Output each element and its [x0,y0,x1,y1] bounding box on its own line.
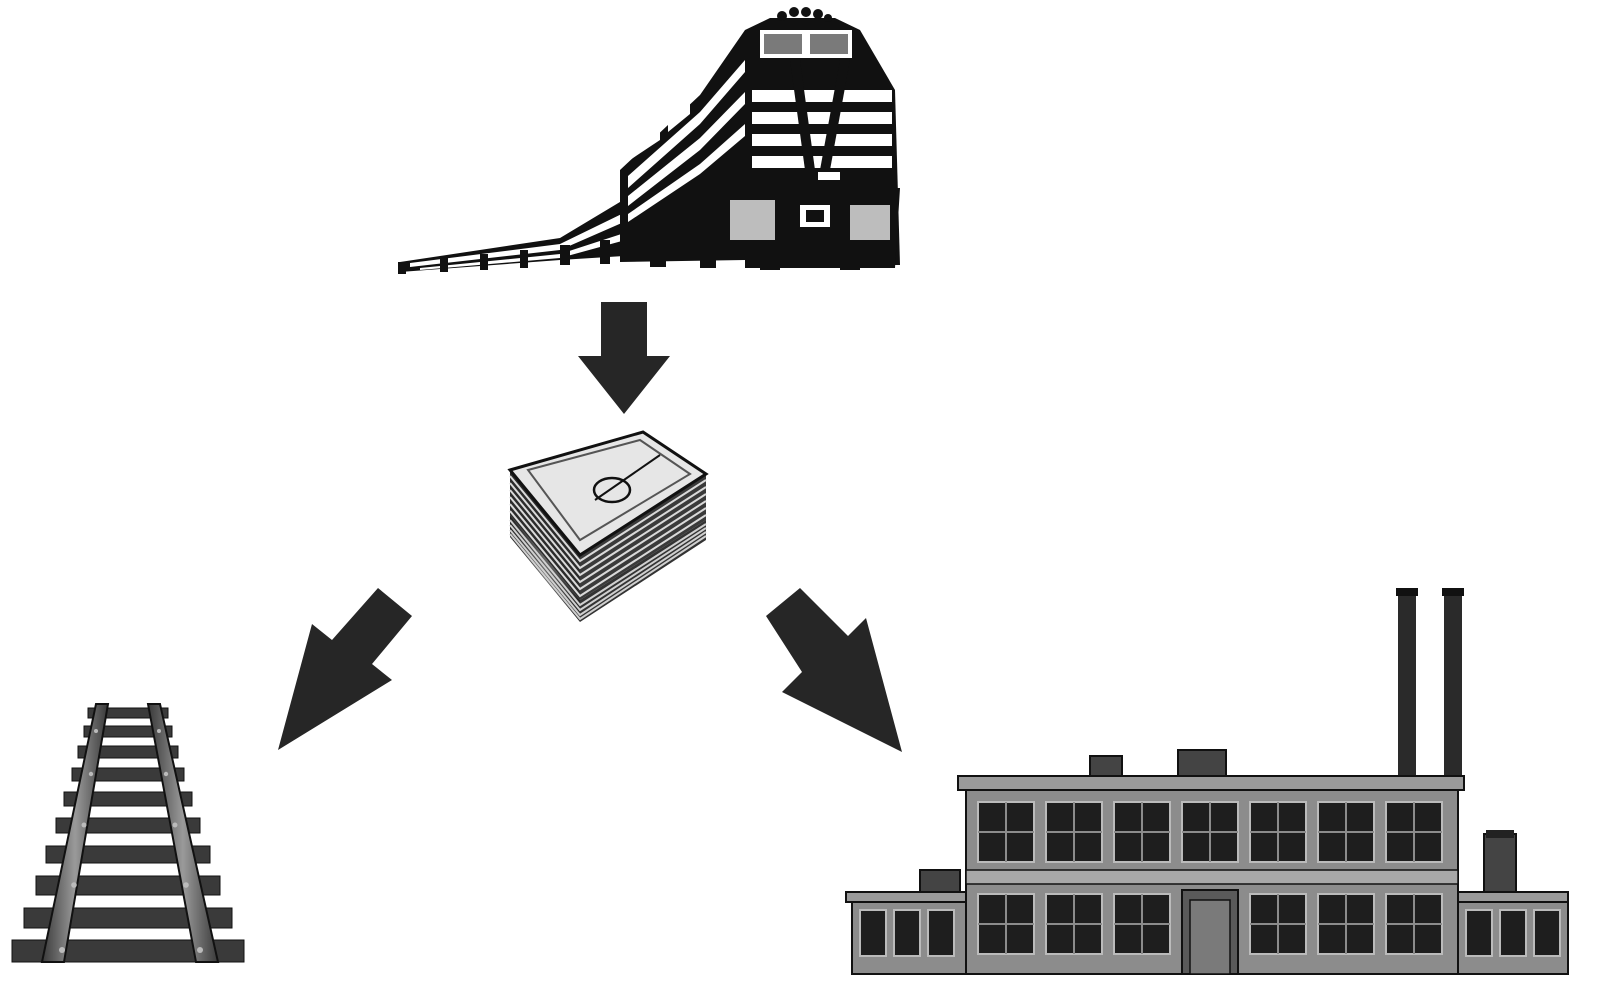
factory-smokestack-2 [1444,588,1462,780]
loco-windshield-pane-1 [764,34,802,54]
arrow-train-to-money [578,302,670,414]
factory-door-panel [1190,900,1230,974]
locomotive-icon [398,7,900,274]
factory-wing-right-cornice [1458,892,1568,902]
loco-windshield-pane-2 [810,34,848,54]
factory-side-vent-right [1484,834,1516,894]
loco-headlight [818,172,840,180]
arrow-money-to-track [278,588,412,750]
factory-floor-band [966,870,1458,884]
factory-side-vent-right-cap [1486,830,1514,838]
factory-main-cornice [958,776,1464,790]
factory-smokestack-2-cap [1442,588,1464,596]
factory-roof-vent-1 [1090,756,1122,778]
arrow-money-to-factory [766,588,902,752]
factory-wing-left-cornice [846,892,966,902]
railroad-track-icon [12,704,244,962]
factory-roof-vent-2 [1178,750,1226,778]
factory-side-vent-left [920,870,960,894]
loco-pilot-left [730,200,775,240]
loco-coupler-inner [806,210,824,222]
factory-smokestack-1-cap [1396,588,1418,596]
loco-pilot-right [850,205,890,240]
money-stack-icon [510,432,706,622]
factory-icon [846,588,1568,974]
factory-smokestack-1 [1398,588,1416,780]
